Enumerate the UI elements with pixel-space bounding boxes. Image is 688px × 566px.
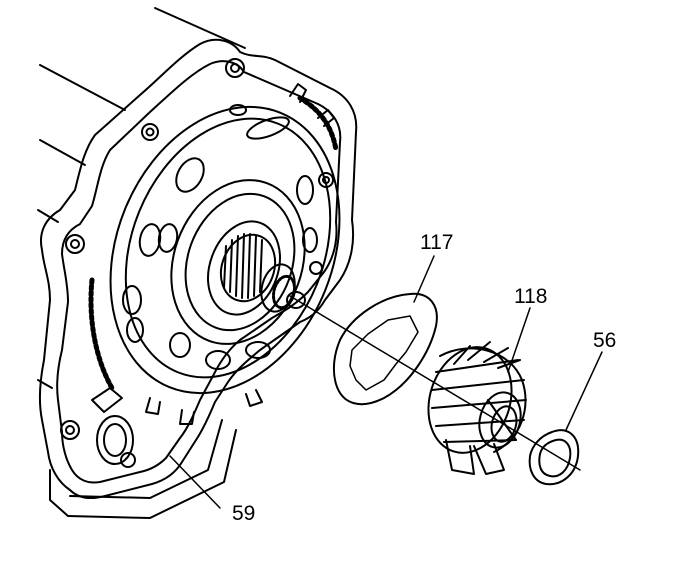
callout-59: 59 <box>232 502 256 525</box>
shaft-hub <box>170 179 581 471</box>
bevel-gear-118 <box>427 341 527 475</box>
callout-117: 117 <box>420 231 454 254</box>
leader-56 <box>565 351 603 431</box>
thrust-washer-117 <box>332 292 438 406</box>
leader-59 <box>169 455 221 509</box>
leader-117 <box>413 255 435 303</box>
pump-plate <box>88 83 341 425</box>
leader-lines <box>169 255 603 509</box>
transmission-case <box>37 7 358 519</box>
callout-118: 118 <box>514 285 548 308</box>
callout-56: 56 <box>593 329 617 352</box>
snap-ring-56 <box>528 429 580 486</box>
leader-118 <box>507 307 531 373</box>
